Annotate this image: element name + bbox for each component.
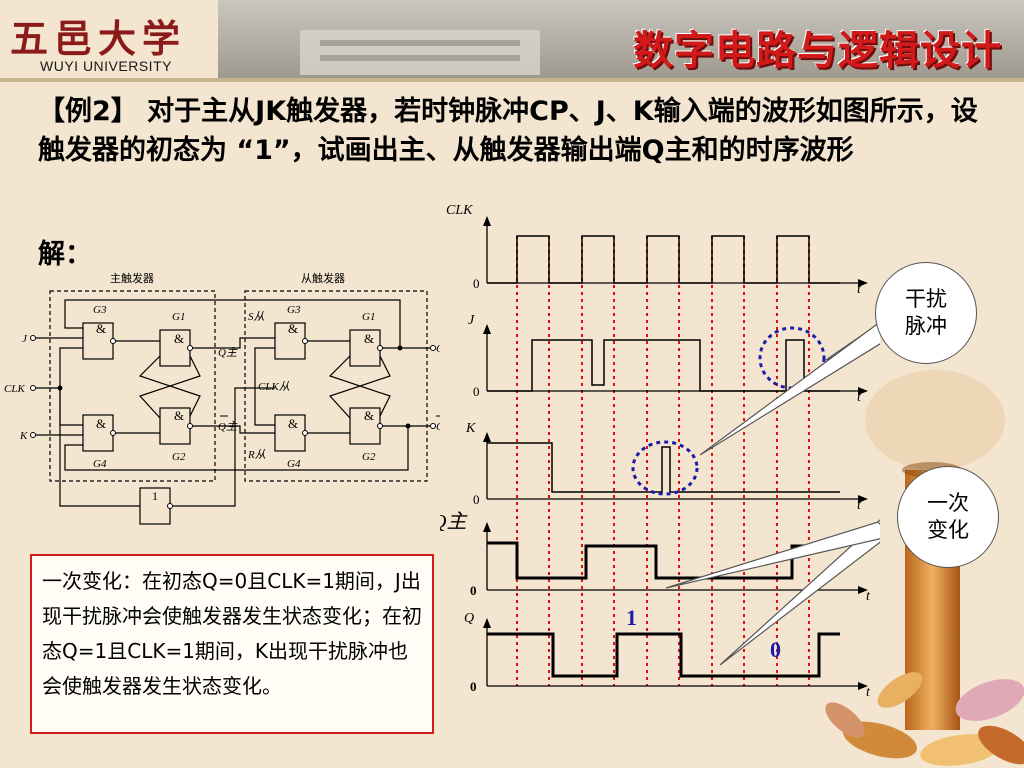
and-symbol: & [96, 416, 106, 431]
interference-pulse-text: 干扰 脉冲 [905, 287, 947, 338]
change-pointer-1 [719, 519, 880, 666]
qbar-output-label: Q [436, 421, 440, 433]
q-waveform [487, 632, 840, 678]
k-interference-circle [631, 440, 699, 496]
zero-label: 0 [473, 492, 480, 507]
slave-box [244, 290, 428, 482]
autumn-leaves [825, 672, 1024, 766]
one-change-text: 一次 变化 [927, 491, 969, 542]
j-input-label: J [22, 333, 28, 345]
gate-label: G4 [93, 458, 107, 470]
k-waveform [487, 442, 840, 493]
slave-label: 从触发器 [301, 271, 345, 285]
zero-label: 0 [473, 384, 480, 399]
k-input-label: K [19, 430, 28, 442]
zero-label: 0 [473, 276, 480, 291]
clk-waveform [487, 235, 840, 284]
gate-label: G2 [362, 451, 376, 463]
and-symbol: & [174, 331, 184, 346]
state-zero-annotation: 0 [770, 637, 781, 662]
clk-input-label: CLK [4, 383, 25, 395]
t-axis-label: t [857, 390, 862, 405]
clk-axis-label: CLK [446, 203, 473, 218]
university-logo: 五邑大学 WUYI UNIVERSITY [0, 0, 218, 78]
and-symbol: & [288, 321, 298, 336]
t-axis-label: t [857, 282, 862, 297]
q-master-label: Q主 [218, 346, 238, 359]
master-box [49, 290, 216, 482]
solution-label: 解： [38, 239, 92, 270]
gate-label: G3 [287, 304, 301, 316]
r-slave-label: R从 [247, 448, 266, 461]
clk-slave-label: CLK从 [258, 380, 290, 393]
master-label: 主触发器 [110, 271, 154, 285]
qm-axis-label: Q主 [440, 511, 468, 533]
zero-label: 0 [470, 679, 477, 694]
jk-flipflop-circuit: 主触发器 从触发器 J CLK K G3 G1 G4 G2 G3 G1 G4 G… [4, 271, 440, 525]
not-symbol: 1 [152, 489, 158, 503]
s-slave-label: S从 [248, 310, 265, 323]
q-master-waveform [487, 541, 832, 580]
one-change-bubble: 一次 变化 [897, 466, 999, 568]
change-pointer-2 [665, 521, 880, 589]
gate-label: G1 [172, 311, 185, 323]
explanation-note: 一次变化：在初态Q=0且CLK=1期间，J出现干扰脉冲会使触发器发生状态变化；在… [30, 554, 434, 734]
k-axis-label: K [465, 421, 476, 436]
gate-label: G3 [93, 304, 107, 316]
state-one-annotation: 1 [626, 605, 637, 630]
t-axis-label: t [857, 498, 862, 513]
j-axis-label: J [468, 313, 475, 328]
building-shape [300, 30, 540, 75]
explanation-text: 一次变化：在初态Q=0且CLK=1期间，J出现干扰脉冲会使触发器发生状态变化；在… [42, 569, 422, 698]
logo-chinese-name: 五邑大学 [10, 16, 187, 61]
course-title: 数字电路与逻辑设计 [633, 28, 1002, 74]
t-axis-label: t [866, 685, 871, 700]
logo-english-name: WUYI UNIVERSITY [40, 58, 172, 74]
q-output-label: Q [436, 343, 440, 355]
problem-statement: 【例2】 对于主从JK触发器，若时钟脉冲CP、J、K输入端的波形如图所示，设触发… [38, 96, 978, 166]
interference-pulse-bubble: 干扰 脉冲 [875, 262, 977, 364]
and-symbol: & [174, 408, 184, 423]
gate-label: G2 [172, 451, 186, 463]
gate-label: G4 [287, 458, 301, 470]
and-symbol: & [96, 321, 106, 336]
and-symbol: & [288, 416, 298, 431]
zero-label: 0 [470, 583, 477, 598]
gate-label: G1 [362, 311, 375, 323]
t-axis-label: t [866, 589, 871, 604]
q-axis-label: Q [464, 611, 474, 626]
j-waveform [487, 339, 840, 392]
qbar-master-label: Q主 [218, 420, 238, 433]
and-symbol: & [364, 408, 374, 423]
interference-pointer-k [699, 321, 880, 456]
timing-diagram: CLK J K Q主 Q t t t t t 0 0 0 0 0 1 0 [440, 203, 880, 700]
and-symbol: & [364, 331, 374, 346]
